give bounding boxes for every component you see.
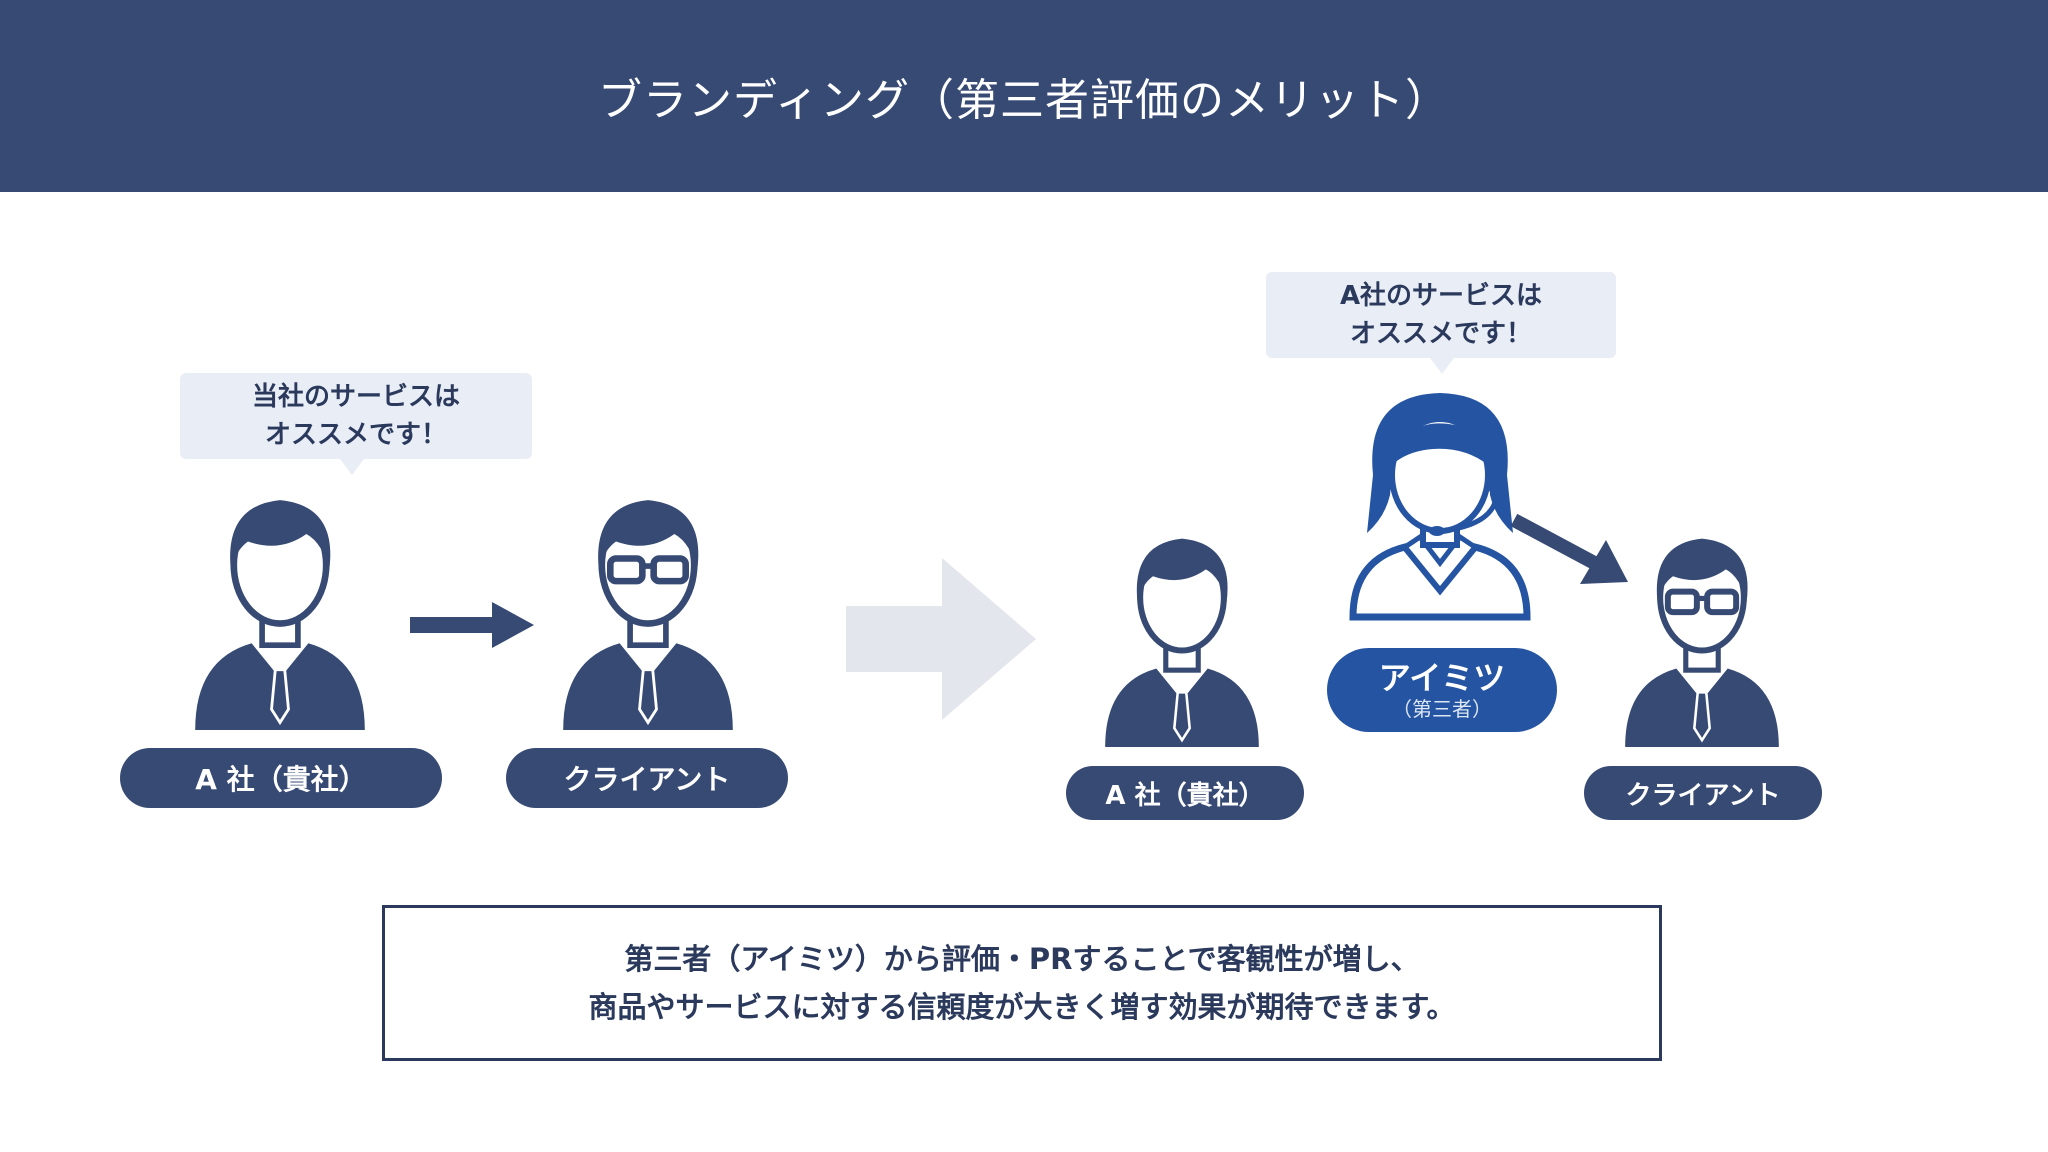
speech-bubble-company: 当社のサービスは オススメです！ bbox=[180, 373, 532, 475]
label-client: クライアント bbox=[1584, 766, 1822, 820]
label-company-text: A 社（貴社） bbox=[1105, 780, 1265, 811]
bubble-line-1: 当社のサービスは bbox=[251, 382, 460, 412]
bubble-line-1: A社のサービスは bbox=[1339, 281, 1543, 311]
label-company-text: A 社（貴社） bbox=[195, 763, 367, 796]
summary-box: 第三者（アイミツ）から評価・PRすることで客観性が増し、 商品やサービスに対する… bbox=[382, 905, 1662, 1061]
client-with-glasses-icon bbox=[548, 485, 748, 730]
bubble-line-2: オススメです！ bbox=[264, 420, 447, 450]
big-transition-arrow-icon bbox=[846, 558, 1036, 720]
label-client-text: クライアント bbox=[1625, 780, 1781, 811]
third-party-name: アイミツ bbox=[1378, 659, 1506, 697]
summary-line-2: 商品やサービスに対する信頼度が大きく増す効果が期待できます。 bbox=[588, 990, 1456, 1024]
label-third-party: アイミツ （第三者） bbox=[1327, 648, 1557, 732]
header-bar: ブランディング（第三者評価のメリット） bbox=[0, 0, 2048, 192]
page-title: ブランディング（第三者評価のメリット） bbox=[598, 75, 1450, 126]
businessman-company-icon bbox=[180, 485, 380, 730]
summary-line-1: 第三者（アイミツ）から評価・PRすることで客観性が増し、 bbox=[624, 942, 1420, 976]
label-client: クライアント bbox=[506, 748, 788, 808]
label-company: A 社（貴社） bbox=[1066, 766, 1304, 820]
bubble-line-2: オススメです！ bbox=[1349, 319, 1532, 349]
arrow-diagonal-icon bbox=[1510, 513, 1628, 584]
third-party-role: （第三者） bbox=[1392, 697, 1492, 721]
label-client-text: クライアント bbox=[563, 763, 731, 796]
client-with-glasses-icon bbox=[1612, 525, 1792, 747]
operator-headset-icon bbox=[1349, 393, 1531, 621]
speech-bubble-third-party: A社のサービスは オススメです！ bbox=[1266, 272, 1616, 374]
arrow-right-icon bbox=[410, 602, 534, 648]
label-company: A 社（貴社） bbox=[120, 748, 442, 808]
businessman-company-icon bbox=[1092, 525, 1272, 747]
